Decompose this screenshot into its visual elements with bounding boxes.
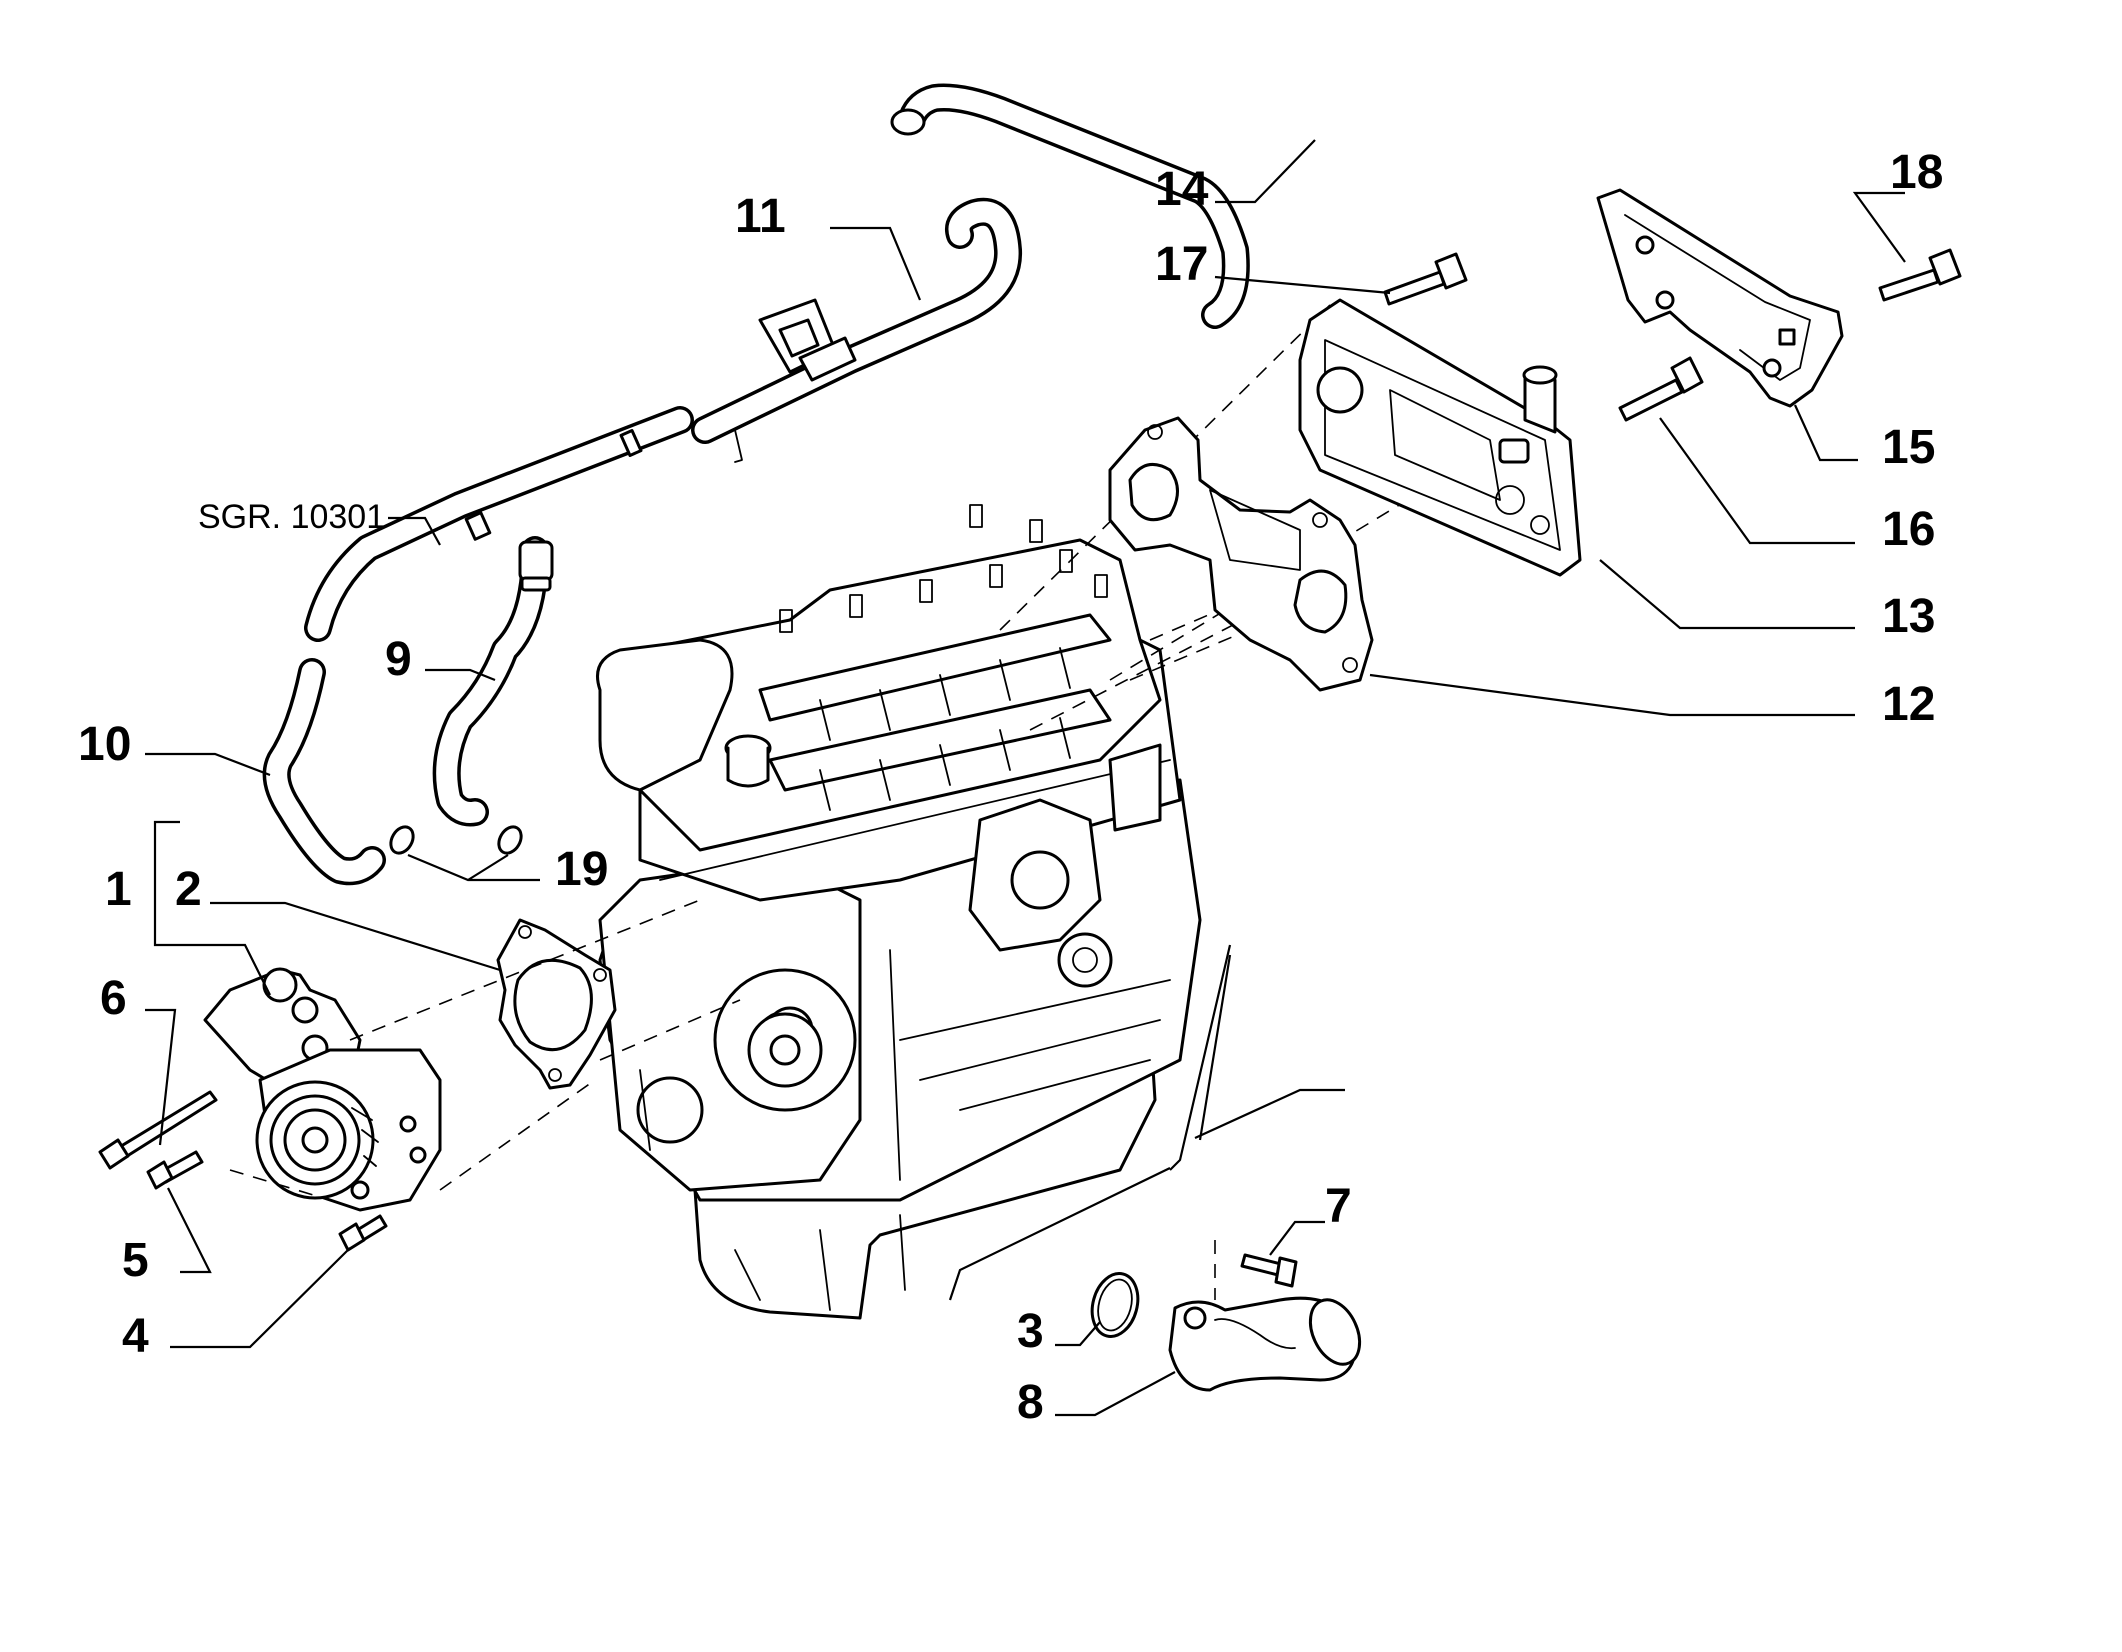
gasket-2 xyxy=(496,918,617,1090)
callout-13: 13 xyxy=(1882,590,1935,643)
callout-8: 8 xyxy=(1017,1376,1044,1429)
bolt-7 xyxy=(1240,1253,1298,1288)
callout-2: 2 xyxy=(175,863,202,916)
callout-5: 5 xyxy=(122,1234,149,1287)
pipe-sgr-10301 xyxy=(304,406,694,642)
hose-10 xyxy=(262,658,386,886)
callout-9: 9 xyxy=(385,633,412,686)
o-ring-3 xyxy=(1090,1272,1140,1338)
callout-19: 19 xyxy=(555,843,608,896)
bolt-17 xyxy=(1383,252,1468,306)
bolt-18 xyxy=(1878,248,1962,302)
callout-labels: SGR. 10301 1 2 3 4 5 6 7 8 9 10 11 12 13… xyxy=(78,146,1943,1429)
callout-6: 6 xyxy=(100,972,127,1025)
bracket-15 xyxy=(1596,188,1844,408)
leader-lines xyxy=(145,139,1906,1417)
sgr-reference-label: SGR. 10301 xyxy=(198,498,385,536)
callout-11: 11 xyxy=(735,190,786,243)
callout-10: 10 xyxy=(78,718,131,771)
water-pump-assembly xyxy=(203,967,442,1212)
callout-12: 12 xyxy=(1882,678,1935,731)
pipe-11 xyxy=(691,197,1023,463)
bolt-6 xyxy=(98,1090,218,1170)
callout-18: 18 xyxy=(1890,146,1943,199)
bolt-4 xyxy=(338,1214,388,1252)
callout-3: 3 xyxy=(1017,1305,1044,1358)
o-ring-19 xyxy=(389,825,523,855)
callout-14: 14 xyxy=(1155,163,1209,216)
callout-16: 16 xyxy=(1882,503,1935,556)
hose-9 xyxy=(432,536,554,827)
engine-block xyxy=(596,504,1345,1320)
hose-14 xyxy=(890,83,1250,329)
callout-7: 7 xyxy=(1325,1180,1352,1233)
elbow-pipe-8 xyxy=(1168,1296,1362,1392)
oil-cooler-13 xyxy=(1298,298,1582,577)
gasket-12 xyxy=(1108,416,1374,692)
callout-17: 17 xyxy=(1155,238,1208,291)
callout-1: 1 xyxy=(105,863,132,916)
callout-15: 15 xyxy=(1882,421,1935,474)
callout-4: 4 xyxy=(122,1310,149,1363)
bolt-5 xyxy=(146,1150,204,1190)
bolt-16 xyxy=(1618,356,1704,422)
